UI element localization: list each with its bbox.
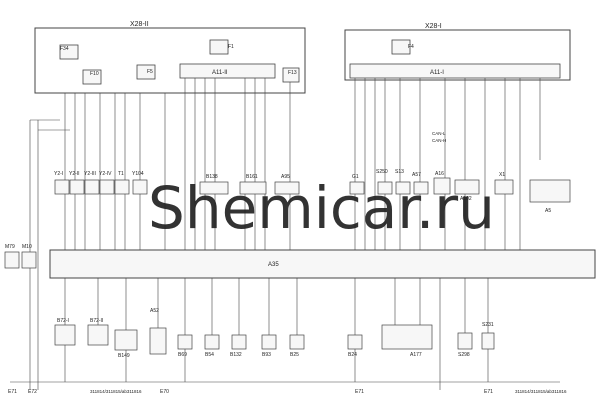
fuse-f34: F34 bbox=[59, 44, 79, 60]
fuse-box-x28-i bbox=[344, 29, 571, 81]
component-row-bottom: B72-I B72-II B149 A52 B69 B54 B132 B93 B… bbox=[54, 308, 495, 359]
connector-a11-ii bbox=[179, 63, 276, 79]
ground-3: E70 bbox=[160, 389, 169, 395]
fuse-box-x28-i-title: X28-I bbox=[425, 23, 442, 30]
svg-text:B25: B25 bbox=[290, 352, 299, 358]
svg-text:F5: F5 bbox=[147, 69, 153, 75]
svg-text:F10: F10 bbox=[90, 71, 99, 77]
can-l-label: CAN-L bbox=[432, 131, 446, 136]
fuse-box-x28-ii-title: X28-II bbox=[130, 21, 149, 28]
fuse-f13: F13 bbox=[282, 67, 300, 83]
svg-text:A16: A16 bbox=[435, 171, 444, 177]
main-bus-a35 bbox=[49, 249, 596, 279]
component-row-top: Y2-I Y2-II Y2-III Y2-IV T1 Y104 B138 B16… bbox=[54, 169, 571, 214]
svg-text:F1: F1 bbox=[228, 44, 234, 50]
connector-a11-i bbox=[349, 63, 561, 79]
svg-text:Y2-II: Y2-II bbox=[69, 171, 80, 177]
svg-text:A52: A52 bbox=[150, 308, 159, 314]
svg-text:M10: M10 bbox=[22, 244, 32, 250]
watermark-text: Shemicar.ru bbox=[148, 174, 495, 242]
ground-2: E72 bbox=[28, 389, 37, 395]
svg-text:G1: G1 bbox=[352, 174, 359, 180]
footer-ref-2: 311814/311815/ab311816 bbox=[515, 389, 567, 394]
ground-4: E71 bbox=[355, 389, 364, 395]
ground-5: E71 bbox=[484, 389, 493, 395]
svg-text:Y2-III: Y2-III bbox=[84, 171, 96, 177]
svg-text:F4: F4 bbox=[408, 44, 414, 50]
svg-text:S250: S250 bbox=[376, 169, 388, 175]
svg-text:S298: S298 bbox=[458, 352, 470, 358]
fuse-box-x28-ii bbox=[34, 27, 306, 94]
ground-1: E71 bbox=[8, 389, 17, 395]
svg-text:B24: B24 bbox=[348, 352, 357, 358]
connector-a11-i-label: A11-I bbox=[430, 70, 444, 76]
svg-text:Y2-IV: Y2-IV bbox=[99, 171, 112, 177]
fuse-f10: F10 bbox=[82, 69, 102, 85]
connector-a11-ii-label: A11-II bbox=[212, 70, 228, 76]
fuse-f5: F5 bbox=[136, 64, 156, 80]
svg-text:B72-I: B72-I bbox=[57, 318, 69, 324]
svg-text:F13: F13 bbox=[288, 70, 297, 76]
svg-text:Y104: Y104 bbox=[132, 171, 144, 177]
svg-text:S13: S13 bbox=[395, 169, 404, 175]
svg-text:A177: A177 bbox=[410, 352, 422, 358]
component-m10: M10 bbox=[21, 244, 37, 269]
svg-text:T1: T1 bbox=[118, 171, 124, 177]
wires bbox=[29, 78, 541, 390]
svg-text:A57: A57 bbox=[412, 172, 421, 178]
svg-text:B72-II: B72-II bbox=[90, 318, 103, 324]
svg-text:F34: F34 bbox=[60, 46, 69, 52]
svg-text:B138: B138 bbox=[206, 174, 218, 180]
svg-text:B93: B93 bbox=[262, 352, 271, 358]
component-m79: M79 bbox=[4, 244, 20, 269]
can-h-label: CAN-H bbox=[432, 138, 446, 143]
svg-text:A102: A102 bbox=[460, 196, 472, 202]
svg-text:B149: B149 bbox=[118, 353, 130, 359]
svg-text:A95: A95 bbox=[281, 174, 290, 180]
svg-text:X1: X1 bbox=[499, 172, 505, 178]
main-bus-label: A35 bbox=[268, 262, 279, 268]
svg-text:Y2-I: Y2-I bbox=[54, 171, 63, 177]
svg-text:A5: A5 bbox=[545, 208, 551, 214]
footer-ref-1: 311814/311815/ab311816 bbox=[90, 389, 142, 394]
bottom-wires bbox=[10, 278, 560, 390]
svg-text:B69: B69 bbox=[178, 352, 187, 358]
svg-text:M79: M79 bbox=[5, 244, 15, 250]
fuse-f4: F4 bbox=[391, 39, 414, 55]
svg-text:B132: B132 bbox=[230, 352, 242, 358]
fuse-f1: F1 bbox=[209, 39, 234, 55]
svg-text:B161: B161 bbox=[246, 174, 258, 180]
svg-text:B54: B54 bbox=[205, 352, 214, 358]
